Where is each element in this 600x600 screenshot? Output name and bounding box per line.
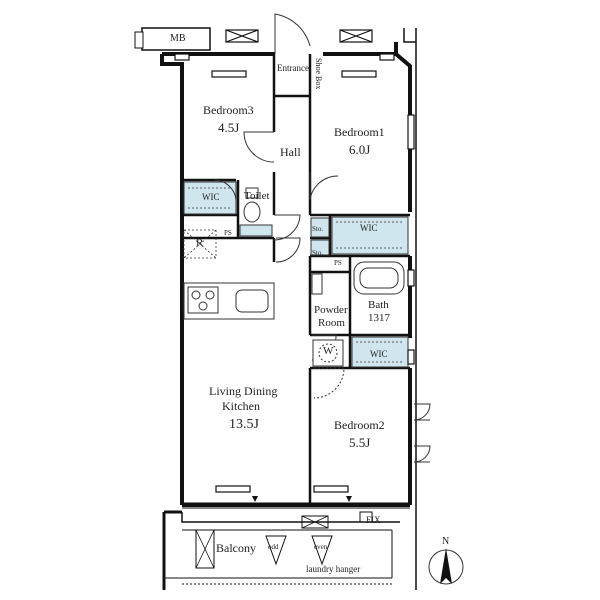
sto-upper-label: Sto. — [312, 225, 324, 233]
north-label: N — [442, 536, 450, 547]
ldk-label-line2: Kitchen — [222, 399, 260, 413]
exterior-walls — [160, 28, 417, 590]
closet-rods — [188, 187, 404, 363]
wic-right-bottom-label: WIC — [370, 349, 388, 359]
ldk-label-line1: Living Dining — [209, 384, 278, 398]
wic-right-top-label: WIC — [360, 223, 378, 233]
toilet-storage-fill — [239, 224, 273, 237]
washer-label: W — [323, 345, 334, 357]
even-label: even — [314, 543, 328, 551]
washer-fixture — [311, 273, 344, 367]
bath-size: 1317 — [368, 312, 390, 324]
balcony-area — [162, 510, 400, 590]
mb-label: MB — [170, 33, 186, 44]
refrigerator-space — [183, 229, 217, 259]
sto-lower-fill — [310, 239, 330, 256]
interior-walls — [182, 54, 410, 505]
north-arrow — [428, 548, 464, 585]
shoe-box-label: Shoe Box — [314, 58, 323, 90]
refrigerator-label: R — [196, 237, 204, 249]
bath-label: Bath — [368, 299, 389, 311]
bedroom2-size: 5.5J — [349, 435, 371, 450]
wic-left-label: WIC — [202, 192, 220, 202]
entrance-label: Entrance — [277, 63, 309, 73]
ps-left-label: PS — [224, 229, 232, 237]
balcony-glass — [182, 502, 410, 509]
sto-upper-fill — [310, 217, 330, 238]
fix-label: FIX — [366, 515, 381, 525]
wic-left-fill — [183, 181, 237, 215]
windows — [174, 29, 415, 493]
ldk-size: 13.5J — [229, 417, 259, 432]
mb-box — [134, 27, 211, 51]
sliding-arrows — [252, 496, 352, 502]
kitchen-counter — [183, 282, 275, 320]
bedroom1-label: Bedroom1 — [334, 125, 385, 139]
powder-room-label-line2: Room — [318, 317, 345, 329]
laundry-hanger-label: laundry hanger — [306, 564, 361, 574]
balcony-label: Balcony — [216, 541, 256, 555]
bedroom3-size: 4.5J — [218, 120, 240, 135]
odd-label: odd — [268, 543, 279, 551]
bedroom3-label: Bedroom3 — [203, 103, 254, 117]
bedroom2-label: Bedroom2 — [334, 418, 385, 432]
powder-room-label-line1: Powder — [314, 304, 348, 316]
ps-right-label: PS — [334, 259, 342, 267]
toilet-fixture — [243, 187, 261, 223]
bathtub — [353, 261, 405, 295]
hall-label: Hall — [280, 145, 301, 159]
sto-lower-label: Sto. — [312, 249, 324, 257]
toilet-label: Toilet — [244, 190, 270, 202]
bedroom1-size: 6.0J — [349, 142, 371, 157]
